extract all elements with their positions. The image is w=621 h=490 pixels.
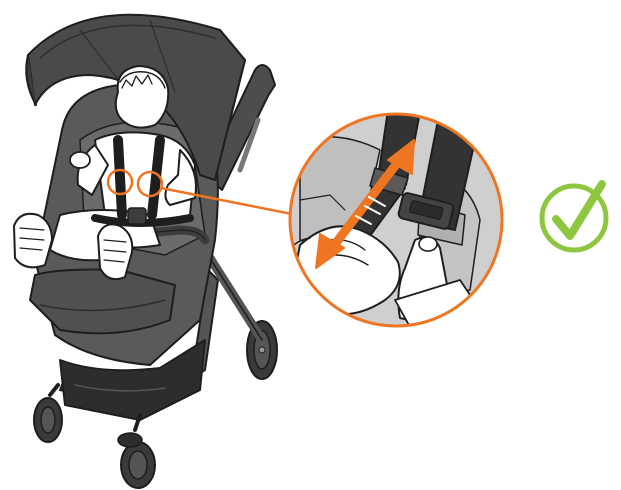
front-wheel-left (34, 385, 62, 442)
checkmark-circle-icon (542, 184, 606, 250)
detail-callout (280, 100, 520, 345)
harness-buckle (128, 208, 146, 224)
child-fist (70, 152, 90, 168)
left-shoulder-strap (118, 140, 122, 215)
child-shoe-left (14, 214, 52, 268)
front-wheel-right (118, 415, 155, 488)
child-shoe-right (98, 224, 132, 279)
child-head (116, 66, 168, 128)
